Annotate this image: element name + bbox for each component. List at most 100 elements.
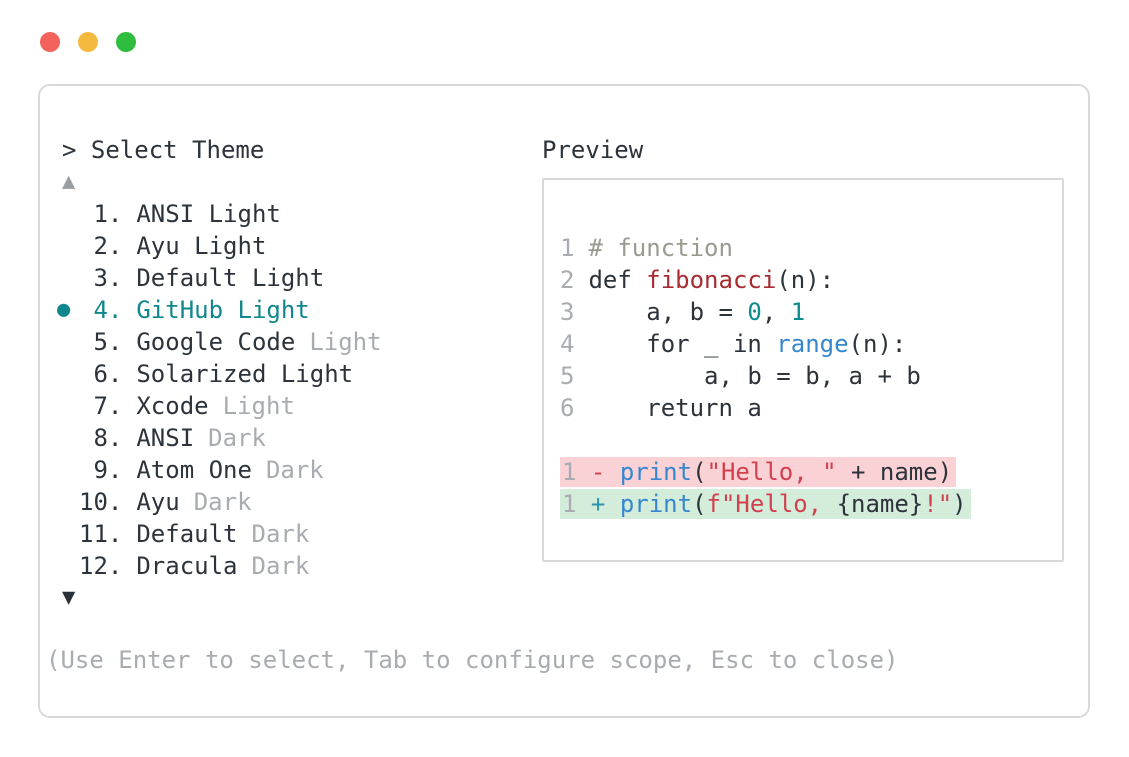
line-number: 1 <box>560 234 575 262</box>
code-token: ( <box>692 458 707 486</box>
line-number: 4 <box>560 330 575 358</box>
theme-item-label: Solarized Light <box>136 360 354 388</box>
code-token: ( <box>692 490 707 518</box>
theme-list: 1. ANSI Light 2. Ayu Light 3. Default Li… <box>57 198 382 582</box>
blank-line <box>560 424 971 456</box>
theme-item-ansi-light[interactable]: 1. ANSI Light <box>57 198 382 230</box>
help-text: (Use Enter to select, Tab to configure s… <box>46 646 899 674</box>
scroll-up-icon[interactable]: ▲ <box>62 169 76 194</box>
code-token: (n): <box>776 266 835 294</box>
code-line-1: 1 # function <box>560 232 971 264</box>
select-theme-prompt: > Select Theme <box>62 136 265 164</box>
code-token: (n): <box>848 330 907 358</box>
code-token: ) <box>952 490 967 518</box>
scroll-down-icon[interactable]: ▼ <box>62 585 76 610</box>
theme-item-label: Atom One <box>136 456 252 484</box>
line-number: 5 <box>560 362 575 390</box>
theme-item-suffix: Dark <box>265 456 324 484</box>
line-number: 6 <box>560 394 575 422</box>
zoom-icon[interactable] <box>116 32 136 52</box>
theme-item-suffix: Dark <box>251 520 310 548</box>
code-token: for _ in <box>588 330 777 358</box>
code-token: {name} <box>836 490 924 518</box>
code-line-2: 2 def fibonacci(n): <box>560 264 971 296</box>
diff-minus-sign: - <box>576 458 620 486</box>
code-token: f"Hello, <box>706 490 837 518</box>
line-number: 2 <box>560 266 575 294</box>
theme-item-number: 5. <box>79 328 123 356</box>
close-icon[interactable] <box>40 32 60 52</box>
theme-item-number: 8. <box>79 424 123 452</box>
theme-item-solarized-light[interactable]: 6. Solarized Light <box>57 358 382 390</box>
theme-item-number: 12. <box>79 552 123 580</box>
theme-item-label: Ayu Light <box>136 232 267 260</box>
diff-plus-sign: + <box>576 490 620 518</box>
theme-item-atom-one-dark[interactable]: 9. Atom One Dark <box>57 454 382 486</box>
code-token: # function <box>588 234 733 262</box>
code-token: + name) <box>836 458 953 486</box>
theme-item-google-code-light[interactable]: 5. Google Code Light <box>57 326 382 358</box>
theme-item-number: 6. <box>79 360 123 388</box>
code-token: fibonacci <box>646 266 777 294</box>
window-controls <box>40 32 136 52</box>
theme-item-number: 11. <box>79 520 123 548</box>
theme-item-label: ANSI Light <box>136 200 281 228</box>
theme-item-github-light[interactable]: ● 4. GitHub Light <box>57 294 382 326</box>
theme-item-label: GitHub Light <box>136 296 310 324</box>
theme-item-number: 10. <box>79 488 123 516</box>
theme-item-suffix: Light <box>309 328 382 356</box>
code-line-6: 6 return a <box>560 392 971 424</box>
code-line-5: 5 a, b = b, a + b <box>560 360 971 392</box>
preview-title: Preview <box>542 136 644 164</box>
code-token: a, b = b, a + b <box>588 362 921 390</box>
theme-item-number: 2. <box>79 232 123 260</box>
diff-added-line: 1 + print(f"Hello, {name}!") <box>560 488 971 520</box>
theme-item-label: Xcode <box>136 392 209 420</box>
selected-bullet-icon: ● <box>57 297 71 322</box>
theme-item-suffix: Light <box>222 392 295 420</box>
theme-item-xcode-light[interactable]: 7. Xcode Light <box>57 390 382 422</box>
theme-item-ansi-dark[interactable]: 8. ANSI Dark <box>57 422 382 454</box>
code-token: 0 <box>747 298 762 326</box>
theme-item-label: Default <box>136 520 238 548</box>
code-token: print <box>619 458 693 486</box>
theme-item-number: 3. <box>79 264 123 292</box>
theme-item-ayu-light[interactable]: 2. Ayu Light <box>57 230 382 262</box>
theme-item-default-dark[interactable]: 11. Default Dark <box>57 518 382 550</box>
theme-item-label: Google Code <box>136 328 296 356</box>
theme-item-suffix: Dark <box>208 424 266 452</box>
theme-item-number: 7. <box>79 392 123 420</box>
theme-item-label: ANSI <box>136 424 195 452</box>
theme-item-suffix: Dark <box>251 552 310 580</box>
removed-highlight: 1 - print("Hello, " + name) <box>560 457 957 487</box>
code-token: "Hello, " <box>706 458 837 486</box>
code-token: a, b = <box>588 298 748 326</box>
code-token: range <box>776 330 849 358</box>
theme-item-ayu-dark[interactable]: 10. Ayu Dark <box>57 486 382 518</box>
diff-removed-line: 1 - print("Hello, " + name) <box>560 456 971 488</box>
line-number: 1 <box>562 490 577 518</box>
theme-picker-window: > Select Theme ▲ 1. ANSI Light 2. Ayu Li… <box>38 84 1090 718</box>
code-token: print <box>619 490 693 518</box>
theme-item-dracula-dark[interactable]: 12. Dracula Dark <box>57 550 382 582</box>
theme-item-default-light[interactable]: 3. Default Light <box>57 262 382 294</box>
theme-item-label: Dracula <box>136 552 238 580</box>
added-highlight: 1 + print(f"Hello, {name}!") <box>560 489 971 519</box>
theme-item-number: 9. <box>79 456 123 484</box>
theme-item-number: 1. <box>79 200 123 228</box>
line-number: 3 <box>560 298 575 326</box>
code-line-3: 3 a, b = 0, 1 <box>560 296 971 328</box>
code-token: return a <box>588 394 762 422</box>
code-token: , <box>761 298 791 326</box>
theme-item-label: Ayu <box>136 488 180 516</box>
line-number: 1 <box>562 458 577 486</box>
theme-item-number: 4. <box>79 296 123 324</box>
code-token: def <box>588 266 647 294</box>
theme-item-suffix: Dark <box>193 488 252 516</box>
code-line-4: 4 for _ in range(n): <box>560 328 971 360</box>
minimize-icon[interactable] <box>78 32 98 52</box>
code-token: !" <box>923 490 953 518</box>
